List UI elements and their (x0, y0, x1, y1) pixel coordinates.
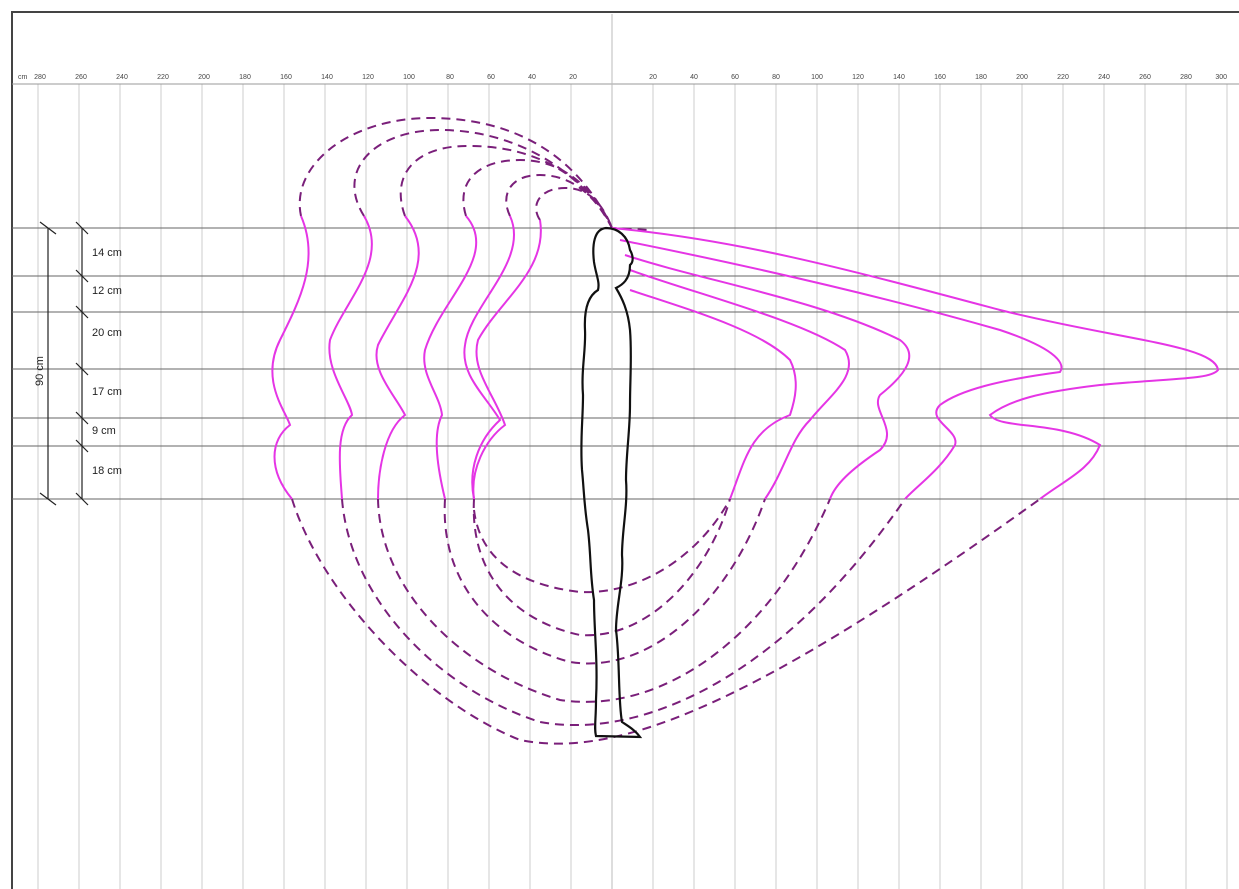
tick-label: 120 (852, 74, 864, 81)
contour-6-left-solid (472, 219, 542, 500)
tick-label: 160 (934, 74, 946, 81)
contour-1-right-solid (611, 227, 1220, 500)
tick-label: 280 (1180, 74, 1192, 81)
contour-3-lower-dashed (377, 498, 831, 703)
tick-label: 200 (1016, 74, 1028, 81)
contour-3-right-solid (624, 254, 911, 500)
contour-1-left-solid (271, 215, 310, 500)
tick-label: 200 (198, 74, 210, 81)
tick-label: 40 (528, 74, 536, 81)
contour-6-upper-dashed (535, 186, 613, 229)
contour-5-upper-dashed (505, 173, 613, 229)
contours-dashed-lower (291, 498, 1041, 745)
segment-label-4: 17 cm (92, 386, 122, 398)
human-figure-silhouette-icon (580, 226, 643, 739)
tick-label: 80 (446, 74, 454, 81)
contour-1-lower-dashed (291, 498, 1041, 745)
contour-2-right-solid (619, 239, 1063, 500)
tick-label: 180 (975, 74, 987, 81)
tick-label: 60 (487, 74, 495, 81)
frame (11, 11, 1239, 889)
right-tick-labels: 20 40 60 80 100 120 140 160 180 200 220 240 260 280 30… (649, 74, 1227, 81)
horizontal-reference-lines (12, 227, 1239, 500)
contour-1-upper-dashed (298, 116, 651, 231)
tick-label: 160 (280, 74, 292, 81)
contour-2-left-solid (328, 215, 373, 500)
tick-label: 120 (362, 74, 374, 81)
contour-4-left-solid (423, 215, 478, 500)
segment-label-2: 12 cm (92, 285, 122, 297)
tick-label: 280 (34, 74, 46, 81)
tick-label: 100 (403, 74, 415, 81)
left-tick-labels: 280 260 240 220 200 180 160 140 120 100 80 60 40 20 (34, 74, 577, 81)
tick-label: 20 (649, 74, 657, 81)
segment-label-5: 9 cm (92, 425, 116, 437)
tick-label: 80 (772, 74, 780, 81)
contour-2-lower-dashed (341, 498, 906, 726)
contour-3-upper-dashed (399, 144, 613, 229)
contours-dashed-upper (298, 116, 651, 231)
contour-4-right-solid (629, 269, 851, 500)
tick-label: 300 (1215, 74, 1227, 81)
segment-label-1: 14 cm (92, 247, 122, 259)
contour-3-left-solid (375, 215, 420, 500)
contour-5-left-solid (463, 215, 516, 500)
tick-label: 140 (321, 74, 333, 81)
contour-5-right-solid (629, 289, 797, 500)
tick-label: 40 (690, 74, 698, 81)
dimension-lines (39, 221, 89, 506)
tick-label: 220 (1057, 74, 1069, 81)
vertical-grid (37, 84, 1228, 889)
dimension-ticks (39, 221, 89, 506)
tick-label: 240 (1098, 74, 1110, 81)
tick-label: 20 (569, 74, 577, 81)
contours-solid (271, 215, 1220, 500)
segment-label-3: 20 cm (92, 327, 122, 339)
tick-label: 60 (731, 74, 739, 81)
contour-4-upper-dashed (462, 158, 613, 229)
tick-label: 180 (239, 74, 251, 81)
tick-label: 240 (116, 74, 128, 81)
total-height-label: 90 cm (34, 356, 46, 386)
segment-label-6: 18 cm (92, 465, 122, 477)
tick-label: 260 (75, 74, 87, 81)
tick-label: 100 (811, 74, 823, 81)
tick-label: 260 (1139, 74, 1151, 81)
contour-5-lower-dashed (472, 498, 731, 637)
tick-label: 140 (893, 74, 905, 81)
axis-unit-label: cm (18, 74, 28, 81)
contour-6-lower-dashed (473, 498, 731, 594)
contour-4-lower-dashed (443, 498, 766, 665)
tick-label: 220 (157, 74, 169, 81)
